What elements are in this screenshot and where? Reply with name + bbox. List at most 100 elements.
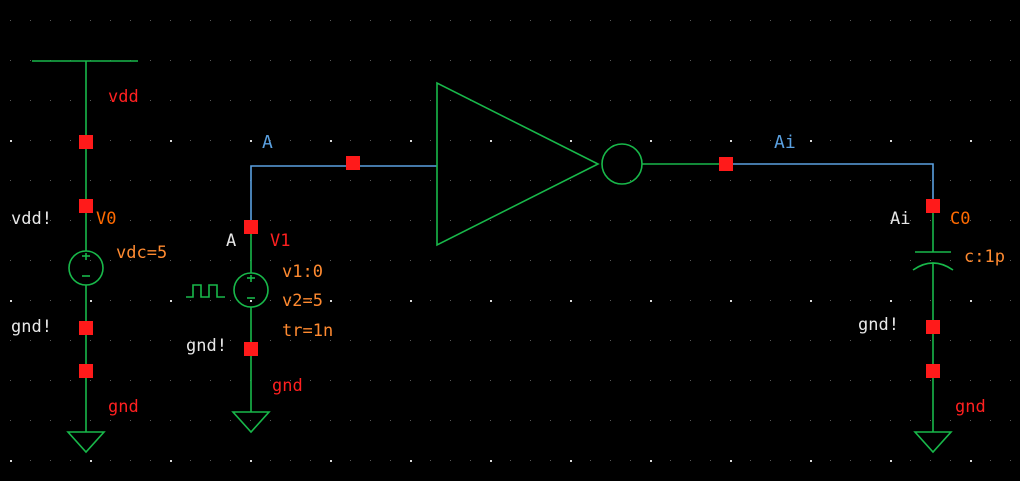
grid-dot [970, 300, 972, 302]
grid-dot [210, 100, 211, 101]
v0-minus-pin[interactable] [79, 321, 93, 335]
grid-dot [430, 300, 431, 301]
grid-dot [670, 340, 671, 341]
grid-dot [330, 100, 331, 101]
grid-dot [790, 180, 791, 181]
vdd-pin[interactable] [79, 135, 93, 149]
grid-dot [610, 460, 611, 461]
grid-dot [730, 460, 732, 462]
grid-dot [30, 60, 31, 61]
inverter[interactable] [436, 81, 719, 247]
grid-dot [610, 380, 611, 381]
net-a-pin[interactable] [346, 156, 360, 170]
grid-dot [850, 260, 851, 261]
grid-dot [850, 60, 851, 61]
grid-dot [590, 300, 591, 301]
grid-dot [610, 420, 611, 421]
grid-dot [630, 380, 631, 381]
grid-dot [390, 300, 391, 301]
grid-dot [470, 340, 471, 341]
grid-dot [490, 340, 491, 341]
grid-dot [810, 300, 812, 302]
grid-dot [990, 340, 991, 341]
grid-dot [810, 220, 811, 221]
grid-dot [850, 380, 851, 381]
grid-dot [70, 180, 71, 181]
v1-instance-label: V1 [270, 231, 290, 251]
grid-dot [190, 380, 191, 381]
grid-dot [590, 420, 591, 421]
grid-dot [450, 460, 451, 461]
grid-dot [790, 20, 791, 21]
net-a-wire[interactable] [250, 165, 437, 228]
c0-branch[interactable]: Ai Ai C0 c:1p gnd! gnd [719, 132, 1005, 454]
v1-minus-pin[interactable] [244, 342, 258, 356]
grid-dot [850, 100, 851, 101]
grid-dot [910, 300, 911, 301]
grid-dot [190, 180, 191, 181]
net-ai-wire[interactable] [719, 163, 934, 199]
c0-gnd-pin[interactable] [926, 364, 940, 378]
v1-pin-name-label: A [226, 231, 236, 251]
grid-dot [170, 180, 171, 181]
grid-dot [770, 460, 771, 461]
c0-minus-pin[interactable] [926, 320, 940, 334]
v0-plus-pin[interactable] [79, 199, 93, 213]
grid-dot [310, 60, 311, 61]
grid-dot [750, 220, 751, 221]
grid-dot [210, 340, 211, 341]
grid-dot [110, 380, 111, 381]
grid-dot [90, 260, 91, 261]
grid-dot [610, 100, 611, 101]
grid-dot [150, 180, 151, 181]
grid-dot [730, 140, 732, 142]
grid-dot [370, 260, 371, 261]
grid-dot [330, 340, 331, 341]
grid-dot [290, 420, 291, 421]
v0-gnd-pin[interactable] [79, 364, 93, 378]
grid-dot [770, 20, 771, 21]
grid-dot [1010, 380, 1011, 381]
grid-dot [370, 180, 371, 181]
grid-dot [250, 140, 252, 142]
grid-dot [230, 380, 231, 381]
grid-dot [290, 60, 291, 61]
grid-dot [230, 180, 231, 181]
ground-icon[interactable] [66, 431, 106, 454]
grid-dot [170, 220, 171, 221]
grid-dot [890, 220, 891, 221]
grid-dot [350, 380, 351, 381]
grid-dot [990, 140, 991, 141]
grid-dot [930, 60, 931, 61]
grid-dot [910, 420, 911, 421]
grid-dot [770, 260, 771, 261]
grid-dot [990, 420, 991, 421]
ground-icon[interactable] [231, 411, 271, 434]
v0-branch[interactable]: vdd vdd! V0 vdc=5 gnd! gnd [11, 60, 167, 454]
c0-plus-pin[interactable] [926, 199, 940, 213]
grid-dot [90, 20, 91, 21]
grid-dot [690, 260, 691, 261]
grid-dot [930, 420, 931, 421]
grid-dot [950, 220, 951, 221]
ground-icon[interactable] [913, 431, 953, 454]
v1-branch[interactable]: A A V1 v1:0 v2=5 tr=1n gnd! gnd [186, 132, 437, 434]
grid-dot [390, 460, 391, 461]
grid-dot [410, 180, 411, 181]
net-ai-pin[interactable] [719, 157, 733, 171]
grid-dot [410, 460, 412, 462]
grid-dot [1010, 140, 1011, 141]
grid-dot [630, 340, 631, 341]
grid-dot [990, 180, 991, 181]
grid-dot [590, 60, 591, 61]
c0-param-label: c:1p [964, 247, 1005, 267]
grid-dot [310, 140, 311, 141]
grid-dot [930, 300, 931, 301]
grid-dot [510, 60, 511, 61]
inverter-triangle-icon[interactable] [436, 81, 600, 247]
grid-dot [430, 260, 431, 261]
v1-plus-pin[interactable] [244, 220, 258, 234]
grid-dot [530, 140, 531, 141]
grid-dot [490, 60, 491, 61]
